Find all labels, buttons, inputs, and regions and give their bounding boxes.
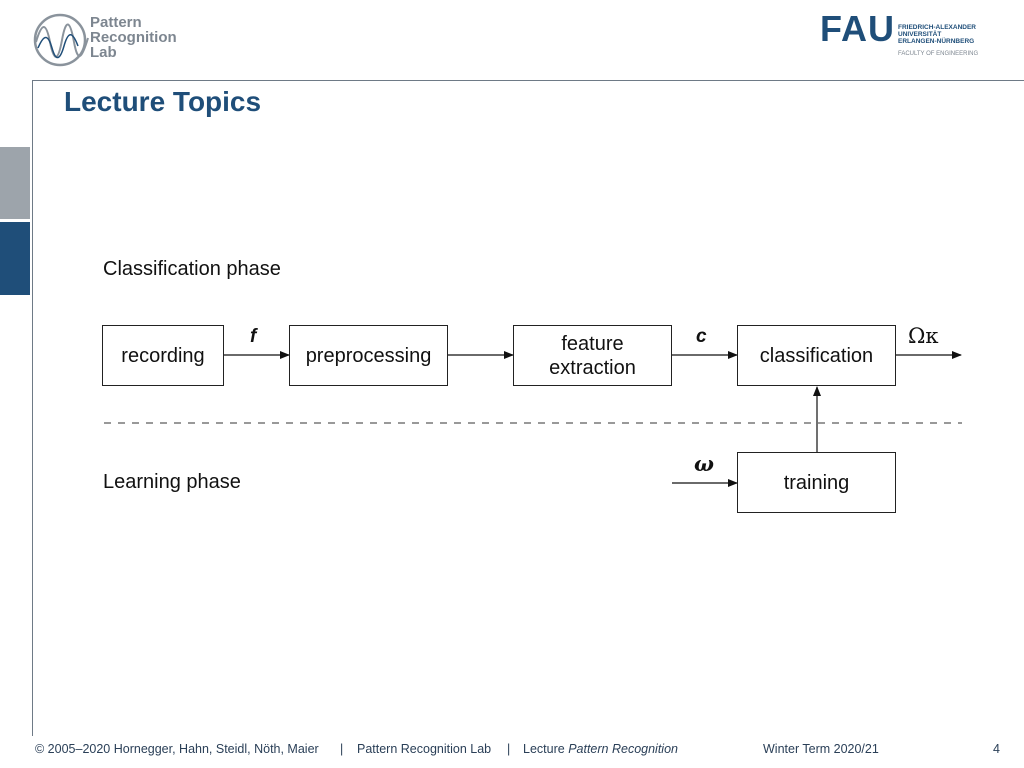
signal-c-label: c [696, 326, 707, 347]
learning-phase-label: Learning phase [103, 471, 241, 493]
classification-phase-label: Classification phase [103, 258, 281, 280]
footer-separator-2: | [507, 742, 511, 756]
fau-logo-line-3: ERLANGEN-NÜRNBERG [898, 38, 975, 45]
fau-faculty-text: FACULTY OF ENGINEERING [898, 51, 979, 57]
feature-extraction-label-line-2: extraction [549, 356, 636, 379]
footer-lecture-name: Pattern Recognition [568, 742, 678, 756]
fau-logo-line-2: UNIVERSITÄT [898, 31, 942, 38]
footer-separator-1: | [340, 742, 344, 756]
feature-extraction-label-line-1: feature [561, 332, 624, 355]
recording-box-label: recording [121, 344, 205, 367]
footer-lecture-prefix: Lecture [523, 742, 565, 756]
classification-box: classification [737, 325, 896, 386]
fau-logo-line-1: FRIEDRICH-ALEXANDER [898, 24, 976, 31]
side-tab-current [0, 222, 30, 295]
footer-page-number: 4 [993, 742, 1000, 756]
slide-frame [32, 80, 1024, 736]
footer-term: Winter Term 2020/21 [763, 742, 879, 756]
feature-extraction-box: feature extraction [513, 325, 672, 386]
footer-lab: Pattern Recognition Lab [357, 742, 492, 756]
preprocessing-box-label: preprocessing [305, 344, 432, 367]
signal-omega-kappa-label: Ωκ [908, 324, 939, 348]
pattern-recognition-lab-logo [33, 13, 89, 67]
preprocessing-box: preprocessing [289, 325, 448, 386]
lab-logo-line-1: Pattern [90, 14, 142, 31]
footer-lecture: Lecture Pattern Recognition [523, 742, 678, 756]
training-box-label: training [783, 471, 850, 494]
training-box: training [737, 452, 896, 513]
signal-f-label: f [250, 326, 257, 347]
side-tab-previous [0, 147, 30, 219]
fau-logo-mark: FAU [820, 8, 895, 49]
signal-omega-label: ω [694, 451, 714, 476]
footer-copyright: © 2005–2020 Hornegger, Hahn, Steidl, Nöt… [35, 742, 319, 756]
slide-title: Lecture Topics [64, 86, 262, 117]
fau-logo-text: FRIEDRICH-ALEXANDER UNIVERSITÄT ERLANGEN… [898, 24, 976, 45]
lab-logo-line-3: Lab [90, 44, 117, 61]
lab-logo-line-2: Recognition [90, 29, 177, 46]
lab-logo-text: Pattern Recognition Lab [90, 15, 177, 60]
classification-box-label: classification [759, 344, 874, 367]
recording-box: recording [102, 325, 224, 386]
